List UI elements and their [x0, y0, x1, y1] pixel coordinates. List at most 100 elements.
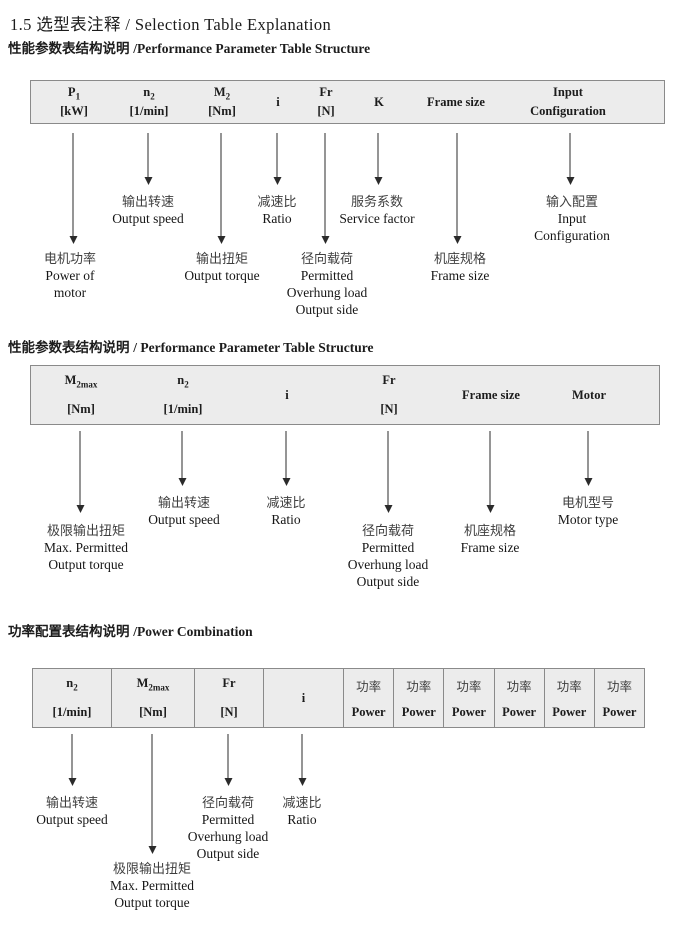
- arrow-i: [285, 431, 287, 478]
- table1-col-frame-size: Frame size: [427, 81, 485, 123]
- symbol: n2: [143, 85, 155, 102]
- table3-col-power-6: 功率 Power: [593, 669, 644, 727]
- callout-overhung-load: 径向载荷 Permitted Overhung load Output side: [187, 795, 269, 861]
- table1-col-fr: Fr [N]: [317, 81, 334, 123]
- symbol: Fr: [382, 373, 396, 387]
- table3-col-power-5: 功率 Power: [543, 669, 594, 727]
- table3-col-power-1: 功率 Power: [343, 669, 393, 727]
- table1-col-i: i: [276, 81, 279, 123]
- unit: [1/min]: [129, 104, 169, 118]
- symbol: n2: [66, 676, 78, 693]
- table2-col-frame-size: Frame size: [462, 366, 520, 424]
- arrow-fr: [227, 734, 229, 778]
- arrow-m2: [220, 133, 222, 236]
- unit: [N]: [220, 705, 238, 719]
- callout-output-speed: 输出转速 Output speed: [148, 495, 220, 527]
- unit: [N]: [380, 402, 398, 416]
- table3-header-row: n2 [1/min] M2max [Nm] Fr [N] i 功率 Power …: [33, 669, 644, 727]
- section2-heading-en: / Performance Parameter Table Structure: [133, 340, 374, 355]
- table3-col-n2: n2 [1/min]: [33, 669, 111, 727]
- symbol: K: [374, 94, 384, 109]
- symbol: Input: [553, 85, 583, 99]
- table1-col-m2: M2 [Nm]: [208, 81, 236, 123]
- callout-overhung-load: 径向载荷 Permitted Overhung load Output side: [347, 523, 429, 589]
- arrow-i: [301, 734, 303, 778]
- unit: [1/min]: [163, 402, 203, 416]
- table1-col-p1: P1 [kW]: [60, 81, 88, 123]
- unit: [Nm]: [67, 402, 95, 416]
- section1-heading: 性能参数表结构说明 /Performance Parameter Table S…: [8, 37, 370, 57]
- callout-output-speed: 输出转速 Output speed: [112, 194, 184, 226]
- callout-ratio: 减速比 Ratio: [266, 495, 306, 527]
- unit: [Nm]: [208, 104, 236, 118]
- arrow-fr: [324, 133, 326, 236]
- symbol: Frame size: [427, 94, 485, 109]
- arrow-n2: [181, 431, 183, 478]
- table1-header-box: P1 [kW] n2 [1/min] M2 [Nm] i Fr [N] K Fr…: [30, 80, 665, 124]
- symbol: Motor: [571, 387, 607, 402]
- table2-col-motor: Motor: [572, 366, 606, 424]
- table2-col-i: i: [285, 366, 288, 424]
- unit: [Nm]: [139, 705, 167, 719]
- unit: [N]: [317, 104, 335, 118]
- arrow-m2max: [151, 734, 153, 846]
- symbol: Frame size: [462, 387, 520, 402]
- section1-heading-zh: 性能参数表结构说明: [8, 41, 134, 56]
- table2-col-m2max: M2max [Nm]: [65, 366, 98, 424]
- arrow-p1: [72, 133, 74, 236]
- table2-col-n2: n2 [1/min]: [164, 366, 203, 424]
- arrow-fr: [387, 431, 389, 505]
- arrow-n2: [147, 133, 149, 177]
- section2-heading: 性能参数表结构说明 / Performance Parameter Table …: [8, 336, 373, 356]
- table3-col-power-4: 功率 Power: [493, 669, 544, 727]
- symbol: n2: [177, 373, 189, 390]
- table3-col-fr: Fr [N]: [194, 669, 263, 727]
- callout-service-factor: 服务系数 Service factor: [339, 194, 415, 226]
- arrow-i: [276, 133, 278, 177]
- unit: [1/min]: [52, 705, 92, 719]
- callout-overhung-load: 径向载荷 Permitted Overhung load Output side: [286, 251, 368, 317]
- symbol: P1: [67, 85, 81, 102]
- callout-ratio: 减速比 Ratio: [257, 194, 297, 226]
- arrow-motor: [587, 431, 589, 478]
- section3-heading-zh: 功率配置表结构说明: [8, 624, 134, 639]
- section1-heading-en: /Performance Parameter Table Structure: [133, 41, 371, 56]
- page-title: 1.5 选型表注释 / Selection Table Explanation: [10, 15, 332, 34]
- table3-col-power-2: 功率 Power: [393, 669, 443, 727]
- arrow-input-configuration: [569, 133, 571, 177]
- callout-power-of-motor: 电机功率 Power of motor: [43, 251, 97, 300]
- table2-header-box: M2max [Nm] n2 [1/min] i Fr [N] Frame siz…: [30, 365, 660, 425]
- table1-col-k: K: [374, 81, 384, 123]
- callout-max-torque: 极限输出扭矩 Max. Permitted Output torque: [110, 861, 194, 910]
- symbol: M2max: [136, 676, 170, 693]
- unit: [kW]: [60, 104, 88, 118]
- symbol: Configuration: [530, 104, 606, 118]
- callout-input-configuration: 输入配置 Input Configuration: [534, 194, 610, 243]
- callout-frame-size: 机座规格 Frame size: [460, 523, 520, 555]
- table3-header-box: n2 [1/min] M2max [Nm] Fr [N] i 功率 Power …: [32, 668, 645, 728]
- arrow-frame-size: [489, 431, 491, 505]
- table2-col-fr: Fr [N]: [380, 366, 397, 424]
- callout-motor-type: 电机型号 Motor type: [557, 495, 619, 527]
- symbol: i: [301, 690, 306, 705]
- section3-heading: 功率配置表结构说明 /Power Combination: [8, 620, 253, 640]
- symbol: M2max: [64, 373, 98, 390]
- callout-ratio: 减速比 Ratio: [282, 795, 322, 827]
- section2-heading-zh: 性能参数表结构说明: [8, 340, 134, 355]
- callout-output-torque: 输出扭矩 Output torque: [184, 251, 260, 283]
- arrow-frame-size: [456, 133, 458, 236]
- callout-frame-size: 机座规格 Frame size: [430, 251, 490, 283]
- symbol: M2: [213, 85, 231, 102]
- section3-heading-en: /Power Combination: [133, 624, 253, 639]
- table1-col-input-configuration: Input Configuration: [530, 81, 606, 123]
- callout-max-torque: 极限输出扭矩 Max. Permitted Output torque: [44, 523, 128, 572]
- arrow-n2: [71, 734, 73, 778]
- table3-col-power-3: 功率 Power: [443, 669, 493, 727]
- symbol: Fr: [222, 676, 236, 690]
- symbol: Fr: [319, 85, 333, 99]
- table1-col-n2: n2 [1/min]: [130, 81, 169, 123]
- symbol: i: [276, 94, 280, 109]
- table3-col-m2max: M2max [Nm]: [111, 669, 194, 727]
- arrow-m2max: [79, 431, 81, 505]
